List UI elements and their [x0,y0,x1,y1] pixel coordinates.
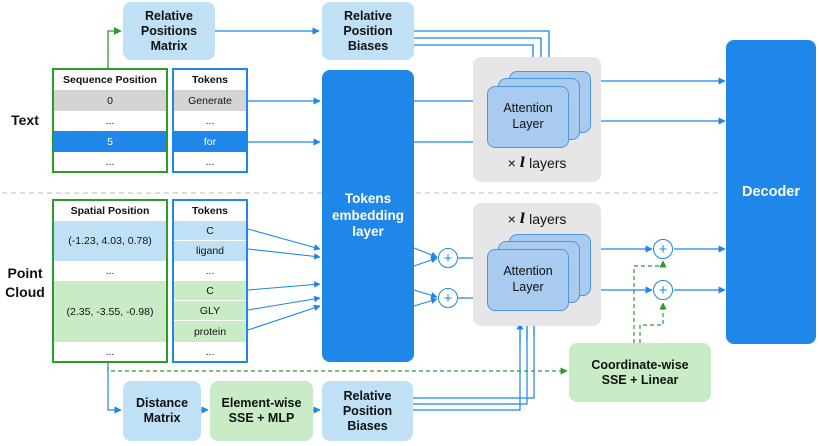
seq-pos-row: 0 [54,90,166,111]
spatial-position-table: Spatial Position (-1.23, 4.03, 0.78) ...… [52,199,168,363]
arrow-seqpos-to-matrix [107,27,122,68]
text-token-row: Generate [174,90,246,111]
spatial-pos-row: (-1.23, 4.03, 0.78) [54,221,166,261]
text-token-row: ... [205,115,215,127]
point-token-row: C [174,221,246,241]
label-point-cloud: Point Cloud [5,265,45,300]
layers-prefix: × [507,211,516,227]
add-node: + [438,248,458,268]
layers-suffix: layers [529,211,567,227]
attention-layer-text: Attention Layer [487,86,569,148]
layers-count-pointcloud: × l layers [475,207,599,231]
layers-variable: l [519,211,526,227]
point-token-row: GLY [174,301,246,321]
sequence-position-table: Sequence Position 0 ... 5 ... [52,68,168,173]
point-tokens-header: Tokens [192,205,228,217]
add-node: + [438,288,458,308]
layers-variable: l [519,155,526,171]
sequence-position-header: Sequence Position [63,74,157,86]
coordinatewise-sse-linear-box: Coordinate-wise SSE + Linear [569,343,711,402]
elementwise-sse-mlp-box: Element-wise SSE + MLP [210,381,313,441]
seq-pos-row: 5 [54,131,166,152]
point-token-row: ... [205,345,215,358]
tokens-embedding-layer: Tokens embedding layer [322,70,414,362]
seq-pos-row: ... [105,115,115,127]
spatial-pos-row: (2.35, -3.55, -0.98) [54,281,166,342]
layers-count-text: × l layers [475,151,599,175]
relative-positions-matrix-box: Relative Positions Matrix [123,2,215,60]
point-tokens-table: Tokens C ligand ... C GLY protein ... [172,199,248,363]
attention-layer-pointcloud: Attention Layer [487,249,569,311]
text-token-row: for [174,131,246,152]
spatial-position-header: Spatial Position [70,205,150,217]
spatial-pos-row: ... [105,345,115,358]
seq-pos-row: ... [105,155,115,168]
relative-position-biases-bottom-box: Relative Position Biases [322,381,413,441]
text-token-row: ... [205,155,215,168]
point-token-row: C [174,281,246,301]
relative-position-biases-top-box: Relative Position Biases [322,2,414,60]
distance-matrix-box: Distance Matrix [123,381,201,441]
point-token-row: protein [174,321,246,342]
text-tokens-header: Tokens [192,74,228,86]
text-tokens-table: Tokens Generate ... for ... [172,68,248,173]
decoder-box: Decoder [726,40,816,344]
add-node: + [653,239,673,259]
add-node: + [653,280,673,300]
point-token-row: ligand [174,241,246,261]
layers-prefix: × [507,155,516,171]
spatial-pos-row: ... [105,265,115,277]
point-token-row: ... [205,265,215,277]
label-text: Text [11,112,39,128]
layers-suffix: layers [529,155,567,171]
